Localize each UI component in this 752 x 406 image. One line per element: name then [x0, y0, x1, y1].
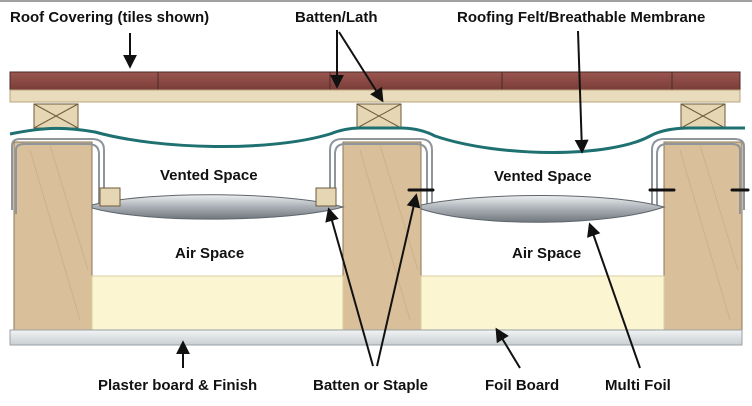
air-space-left-label: Air Space	[175, 245, 244, 262]
air-space-right-label: Air Space	[512, 245, 581, 262]
batten-staple-label: Batten or Staple	[313, 377, 428, 394]
battens	[33, 103, 726, 129]
foil-board	[91, 275, 665, 331]
vented-space-right-label: Vented Space	[494, 168, 592, 185]
foil-wrap	[11, 138, 745, 214]
roof-covering-label: Roof Covering (tiles shown)	[10, 9, 209, 26]
plaster-board	[9, 329, 743, 346]
small-battens	[99, 187, 337, 207]
arrows	[123, 30, 641, 369]
breathable-membrane	[9, 126, 745, 154]
lath-strip	[9, 89, 741, 103]
rafters	[13, 141, 743, 331]
plaster-board-label: Plaster board & Finish	[98, 377, 257, 394]
roofing-felt-label: Roofing Felt/Breathable Membrane	[457, 9, 705, 26]
batten-lath-label: Batten/Lath	[295, 9, 378, 26]
vented-space-left-label: Vented Space	[160, 167, 258, 184]
multi-foil-label: Multi Foil	[605, 377, 671, 394]
multi-foil	[91, 194, 666, 223]
foil-board-label: Foil Board	[485, 377, 559, 394]
